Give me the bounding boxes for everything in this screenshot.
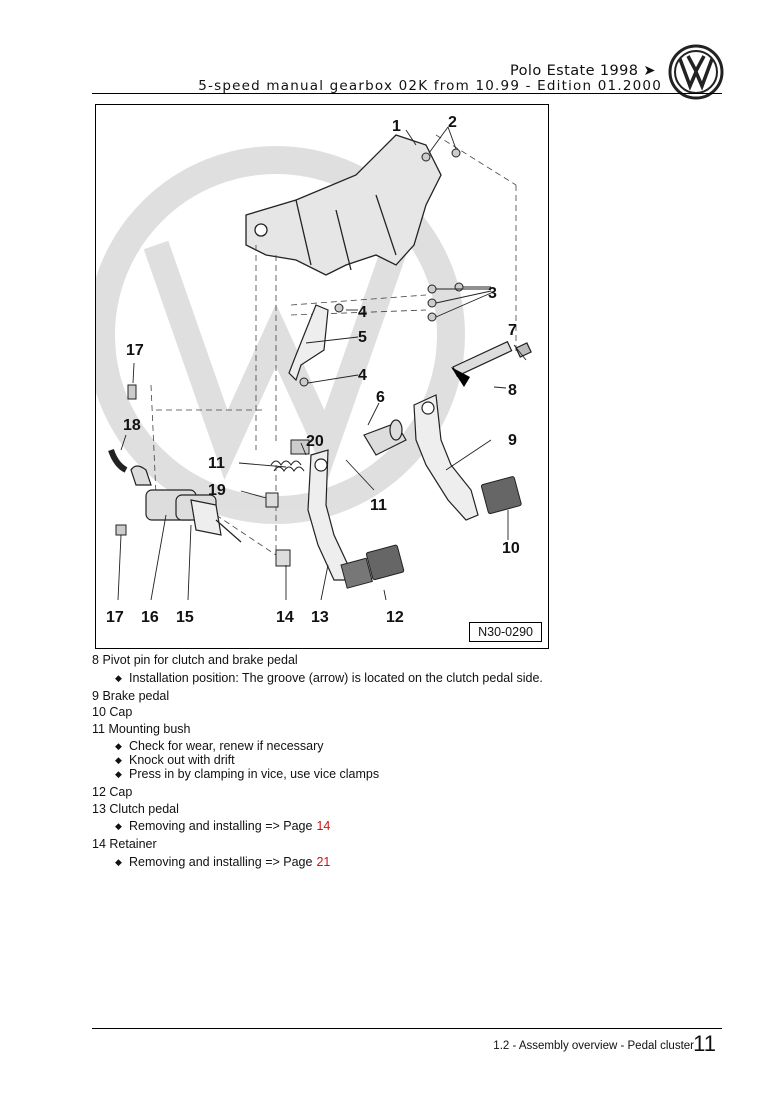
note-item: ◆ Press in by clamping in vice, use vice … <box>112 767 712 781</box>
part-item: 11 Mounting bush <box>92 721 712 738</box>
part-label: Clutch pedal <box>109 801 179 816</box>
note-text: Knock out with drift <box>129 753 235 767</box>
pivot-pin <box>452 340 532 377</box>
part-label: Cap <box>109 785 133 799</box>
bolt-17b <box>115 524 127 536</box>
callout-10: 10 <box>502 540 520 557</box>
part-label: Brake pedal <box>102 688 170 703</box>
part-item: 13 Clutch pedal <box>92 801 712 818</box>
callout-9: 9 <box>508 432 517 449</box>
callout-17b: 17 <box>106 609 124 626</box>
part-label: Retainer <box>109 837 157 851</box>
mounting-bush <box>363 419 407 456</box>
header-title: Polo Estate 1998 ➤ <box>510 63 656 79</box>
callout-15: 15 <box>176 609 194 626</box>
brake-pad <box>480 476 522 515</box>
part-item: 14 Retainer <box>92 836 712 853</box>
vw-logo-icon <box>668 44 724 100</box>
header-subtitle: 5-speed manual gearbox 02K from 10.99 - … <box>198 78 662 94</box>
diamond-bullet-icon: ◆ <box>115 755 122 765</box>
diamond-bullet-icon: ◆ <box>115 856 122 867</box>
callout-8: 8 <box>508 382 517 399</box>
callout-11b: 11 <box>370 497 387 514</box>
page-number: 11 <box>693 1031 716 1056</box>
callout-17a: 17 <box>126 342 144 359</box>
callout-18: 18 <box>123 417 141 434</box>
diamond-bullet-icon: ◆ <box>115 672 122 683</box>
part-item: 10 Cap <box>92 704 712 721</box>
callout-13: 13 <box>311 609 329 626</box>
pedal-bracket <box>245 134 442 276</box>
retainer <box>275 549 291 567</box>
part-number: 9 <box>92 688 99 703</box>
callout-2: 2 <box>448 114 457 131</box>
callout-5: 5 <box>358 329 367 346</box>
pedal-cluster-drawing: 1 2 3 4 5 4 7 8 6 9 10 17 18 20 11 19 11… <box>96 114 532 626</box>
note-text: Removing and installing => Page <box>129 819 313 833</box>
callout-3: 3 <box>488 285 497 302</box>
exploded-diagram: 1 2 3 4 5 4 7 8 6 9 10 17 18 20 11 19 11… <box>95 104 549 649</box>
part-number: 10 <box>92 705 106 719</box>
clip <box>265 492 279 508</box>
figure-code: N30-0290 <box>469 622 542 642</box>
note-item: ◆ Check for wear, renew if necessary <box>112 739 712 753</box>
footer-section: 1.2 - Assembly overview - Pedal cluster <box>493 1040 694 1052</box>
callout-16: 16 <box>141 609 159 626</box>
part-number: 11 <box>92 721 105 736</box>
callout-11a: 11 <box>208 455 225 472</box>
clutch-master-cylinder <box>130 465 242 543</box>
part-label: Pivot pin for clutch and brake pedal <box>102 653 298 667</box>
note-text: Check for wear, renew if necessary <box>129 739 324 753</box>
note-text: Removing and installing => Page <box>129 854 313 869</box>
page-link[interactable]: 21 <box>316 854 331 869</box>
note-text: Press in by clamping in vice, use vice c… <box>129 767 380 781</box>
page-link[interactable]: 14 <box>316 819 331 833</box>
callout-6: 6 <box>376 389 385 406</box>
note-item: ◆ Knock out with drift <box>112 753 712 767</box>
nuts <box>427 282 464 322</box>
diamond-bullet-icon: ◆ <box>115 821 122 831</box>
part-number: 14 <box>92 837 106 851</box>
callout-14: 14 <box>276 609 294 626</box>
callout-20: 20 <box>306 433 324 450</box>
part-number: 8 <box>92 653 99 667</box>
callout-4b: 4 <box>358 367 367 384</box>
callout-19: 19 <box>208 482 226 499</box>
brake-pedal <box>413 394 479 521</box>
footer-rule <box>92 1028 722 1029</box>
callout-7: 7 <box>508 322 517 339</box>
header-rule <box>92 93 722 94</box>
callout-1: 1 <box>392 118 401 135</box>
hose <box>108 448 128 473</box>
part-item: 12 Cap <box>92 784 712 801</box>
bolt-17a <box>127 384 137 400</box>
note-text: Installation position: The groove (arrow… <box>129 670 543 685</box>
callout-12: 12 <box>386 609 404 626</box>
note-item: ◆ Installation position: The groove (arro… <box>112 671 712 685</box>
callout-4a: 4 <box>358 304 367 321</box>
part-number: 12 <box>92 785 106 799</box>
part-item: 8 Pivot pin for clutch and brake pedal <box>92 652 712 669</box>
diamond-bullet-icon: ◆ <box>115 769 122 779</box>
clutch-pad <box>365 544 405 581</box>
diamond-bullet-icon: ◆ <box>115 741 122 751</box>
part-number: 13 <box>92 801 106 816</box>
groove-arrow <box>451 367 470 387</box>
parts-list: 8 Pivot pin for clutch and brake pedal ◆ I… <box>92 652 712 872</box>
part-item: 9 Brake pedal <box>92 688 712 705</box>
bolts <box>421 148 461 162</box>
part-label: Mounting bush <box>108 721 191 736</box>
part-label: Cap <box>109 705 133 719</box>
